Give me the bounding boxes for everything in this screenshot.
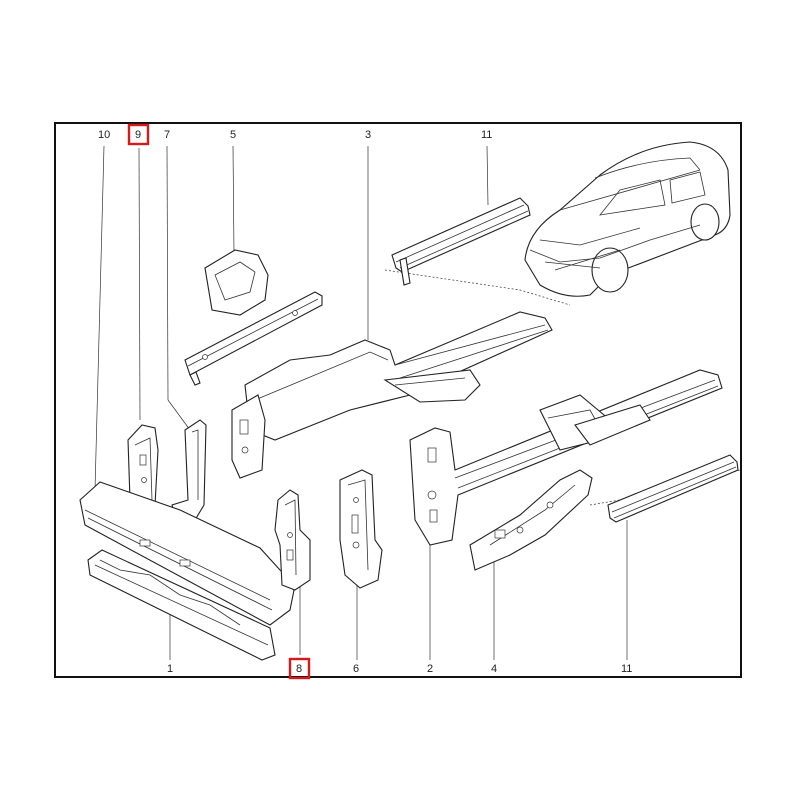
leader-11-link (384, 269, 571, 306)
callout-10: 10 (98, 129, 110, 141)
callout-2: 2 (427, 663, 433, 675)
leader-5 (232, 145, 235, 256)
callout-5: 5 (230, 129, 236, 141)
car-illustration (524, 141, 731, 297)
callout-labels: 10 9 7 5 3 11 1 8 6 2 4 11 (98, 129, 632, 675)
part-2-side-member[interactable] (409, 369, 723, 546)
part-10-bumper-beam[interactable] (79, 481, 296, 626)
leader-9 (138, 147, 141, 421)
highlight-box-8 (288, 657, 311, 680)
callout-9: 9 (135, 129, 141, 141)
part-9-bracket[interactable] (127, 424, 159, 511)
callout-7: 7 (164, 129, 170, 141)
part-1-absorber[interactable] (87, 549, 276, 661)
callout-1: 1 (167, 663, 173, 675)
leader-7 (166, 145, 169, 401)
part-11-top-rail[interactable] (391, 197, 531, 286)
callout-6: 6 (353, 663, 359, 675)
callout-11-bottom: 11 (621, 663, 632, 675)
part-3-side-member[interactable] (231, 311, 553, 479)
leader-10 (94, 145, 105, 491)
callout-8: 8 (296, 663, 302, 675)
highlight-box-9 (127, 123, 150, 146)
part-11-bottom-rail[interactable] (607, 454, 739, 523)
part-7-strut[interactable] (171, 419, 207, 521)
diagram-frame (54, 122, 742, 678)
callout-4: 4 (491, 663, 497, 675)
callout-3: 3 (365, 129, 371, 141)
part-6-panel[interactable] (339, 469, 383, 589)
leader-11-top (486, 145, 489, 206)
part-4-lower-bracket[interactable] (469, 469, 593, 571)
leader-7b (167, 399, 191, 431)
part-8-bracket[interactable] (274, 489, 311, 591)
callout-11-top: 11 (481, 129, 492, 141)
part-5-upper-bracket[interactable] (184, 249, 323, 386)
leader-lines (94, 145, 741, 660)
